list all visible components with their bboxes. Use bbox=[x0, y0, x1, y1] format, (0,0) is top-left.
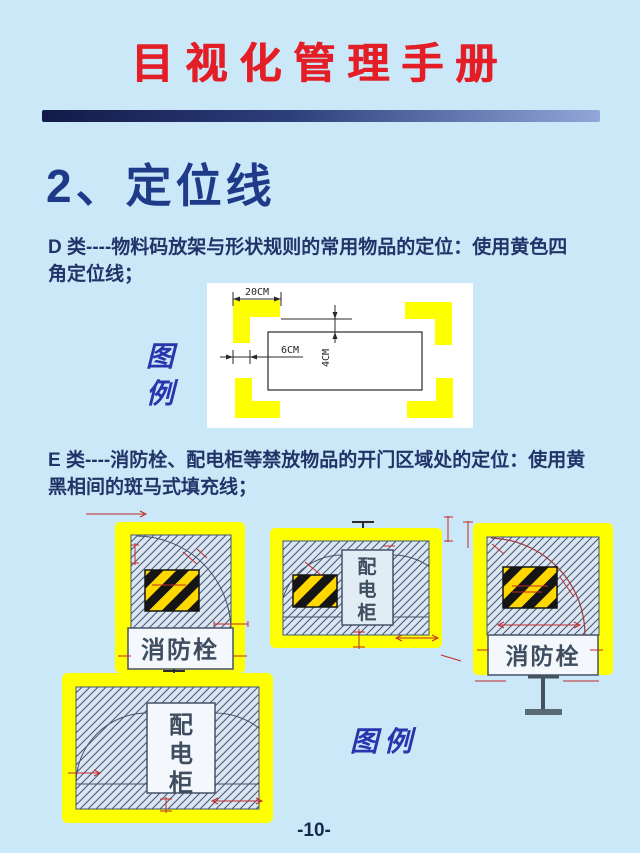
label-box bbox=[487, 634, 599, 676]
class-d-line-1: D 类----物料码放架与形状规则的常用物品的定位：使用黄色四 bbox=[48, 237, 568, 258]
svg-text:柜: 柜 bbox=[169, 770, 193, 797]
legend-char-2: 例 bbox=[145, 378, 174, 409]
diagram-cabinet-bottom: 配 电 柜 bbox=[62, 673, 273, 823]
dimension-4cm bbox=[281, 305, 352, 343]
class-e-line-2: 黑相间的斑马式填充线； bbox=[48, 477, 258, 498]
class-d-legend-label: 图 例 bbox=[140, 338, 180, 412]
fire-hydrant-label: 消防栓 bbox=[141, 636, 219, 664]
class-d-diagram: 20CM 4CM 6CM bbox=[220, 287, 453, 418]
yellow-corner-markers bbox=[233, 300, 453, 418]
diagram-fire-hydrant-right: 消防栓 bbox=[463, 521, 613, 715]
svg-text:电: 电 bbox=[169, 741, 193, 768]
divider-bar bbox=[42, 110, 600, 122]
corner-bottom-right bbox=[407, 378, 453, 418]
cabinet-label: 配 电 柜 bbox=[357, 556, 376, 624]
zebra-stripe-block bbox=[144, 569, 200, 612]
label-box bbox=[127, 627, 234, 670]
diagram-fire-hydrant-top: 消防栓 bbox=[86, 510, 249, 704]
section-heading: 2、定位线 bbox=[46, 160, 276, 212]
class-d-diagram-panel: 20CM 4CM 6CM bbox=[207, 283, 473, 428]
svg-text:柜: 柜 bbox=[357, 602, 376, 624]
class-e-legend-label: 图例 bbox=[350, 726, 419, 757]
cabinet-label: 配 电 柜 bbox=[169, 712, 193, 797]
fire-hydrant-label: 消防栓 bbox=[506, 643, 581, 669]
label-box bbox=[341, 549, 394, 626]
svg-text:配: 配 bbox=[357, 556, 376, 578]
corner-top-left bbox=[233, 300, 280, 343]
dim-height-label: 4CM bbox=[321, 349, 332, 367]
dimension-marks bbox=[68, 769, 264, 813]
object-outline bbox=[267, 331, 423, 391]
label-box bbox=[146, 702, 216, 794]
zebra-stripe-block bbox=[292, 574, 338, 608]
dimension-6cm bbox=[220, 350, 303, 364]
page-number: -10- bbox=[297, 820, 331, 841]
class-d-line-2: 角定位线； bbox=[48, 264, 144, 285]
dim-top-label: 20CM bbox=[245, 287, 269, 298]
dimension-marks bbox=[86, 510, 249, 657]
i-beam-symbol bbox=[525, 675, 562, 715]
diagram-cabinet-middle: 配 电 柜 bbox=[270, 516, 462, 662]
legend-char-1: 图 bbox=[145, 341, 174, 372]
class-e-paragraph: E 类----消防栓、配电柜等禁放物品的开门区域处的定位：使用黄 黑相间的斑马式… bbox=[48, 447, 608, 501]
class-e-line-1: E 类----消防栓、配电柜等禁放物品的开门区域处的定位：使用黄 bbox=[48, 450, 586, 471]
dim-width-label: 6CM bbox=[281, 345, 299, 356]
class-d-paragraph: D 类----物料码放架与形状规则的常用物品的定位：使用黄色四 角定位线； bbox=[48, 234, 608, 288]
svg-text:配: 配 bbox=[169, 712, 193, 739]
dimension-20cm bbox=[232, 292, 282, 306]
class-e-diagrams: 消防栓 bbox=[62, 510, 613, 823]
dimension-marks bbox=[304, 516, 462, 662]
corner-top-right bbox=[405, 302, 452, 345]
svg-text:电: 电 bbox=[357, 578, 376, 601]
page-title: 目视化管理手册 bbox=[130, 40, 509, 87]
corner-bottom-left bbox=[235, 378, 280, 418]
zebra-stripe-block bbox=[502, 566, 558, 609]
door-swing-arc bbox=[136, 535, 231, 632]
dimension-marks bbox=[463, 521, 603, 682]
